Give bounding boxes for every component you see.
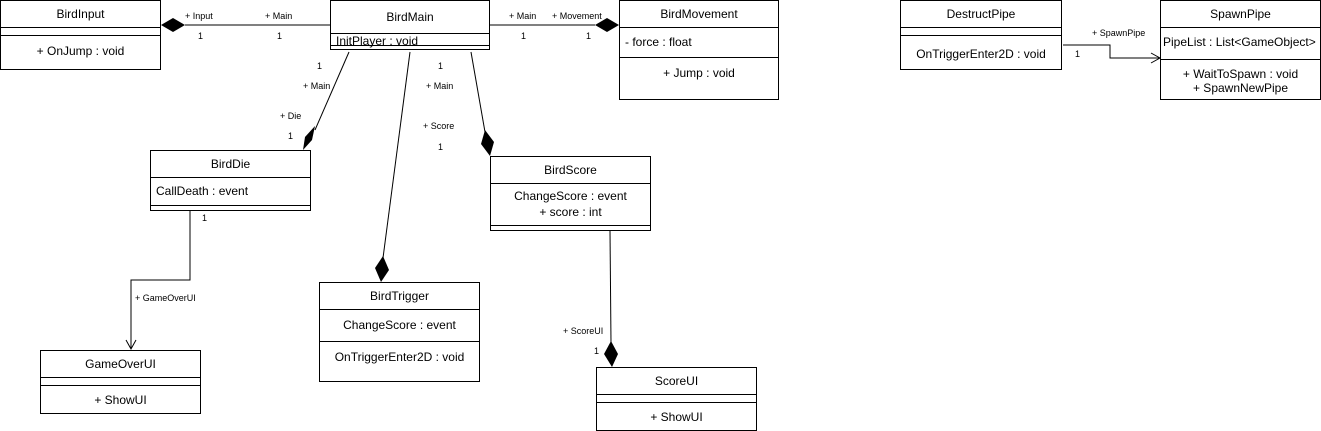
- composition-diamond-movement: [595, 18, 619, 32]
- methods-section: + ShowUI: [597, 403, 756, 425]
- methods-section: OnTriggerEnter2D : void: [320, 342, 479, 365]
- method: + ShowUI: [94, 393, 147, 407]
- role-label: + Main: [509, 11, 537, 21]
- role-label: + ScoreUI: [563, 326, 604, 336]
- edge-score-scoreui: [609, 230, 612, 344]
- class-name: SpawnPipe: [1161, 1, 1320, 28]
- class-bird-main[interactable]: BirdMain InitPlayer : void: [330, 0, 490, 50]
- class-name: DestructPipe: [901, 1, 1061, 28]
- attributes-section: [901, 28, 1061, 36]
- class-destruct-pipe[interactable]: DestructPipe OnTriggerEnter2D : void: [900, 0, 1062, 70]
- class-name: ScoreUI: [597, 368, 756, 395]
- methods-section: + OnJump : void: [1, 36, 160, 59]
- multiplicity-label: 1: [277, 31, 283, 41]
- methods-section: [151, 206, 310, 210]
- multiplicity-label: 1: [202, 213, 208, 223]
- attributes-section: [41, 378, 200, 386]
- role-label: + Main: [303, 81, 331, 91]
- multiplicity-label: 1: [317, 61, 323, 71]
- class-bird-input[interactable]: BirdInput + OnJump : void: [0, 0, 161, 70]
- method: OnTriggerEnter2D : void: [916, 47, 1046, 61]
- multiplicity-label: 1: [594, 346, 600, 356]
- multiplicity-label: 1: [521, 31, 527, 41]
- class-spawn-pipe[interactable]: SpawnPipe PipeList : List<GameObject> + …: [1160, 0, 1321, 100]
- multiplicity-label: 1: [586, 31, 592, 41]
- role-label: + Die: [280, 111, 302, 121]
- methods-section: + ShowUI: [41, 386, 200, 408]
- method: + OnJump : void: [36, 44, 125, 58]
- methods-section: + Jump : void: [620, 58, 778, 81]
- attributes-section: PipeList : List<GameObject>: [1161, 28, 1320, 60]
- class-name: BirdMovement: [620, 1, 778, 28]
- method: + WaitToSpawn : void: [1182, 67, 1299, 81]
- edge-die-gameover: [130, 211, 191, 349]
- role-label: + SpawnPipe: [1092, 28, 1146, 38]
- attributes-section: ChangeScore : event: [320, 310, 479, 342]
- attributes-section: ChangeScore : event + score : int: [491, 184, 650, 226]
- class-bird-score[interactable]: BirdScore ChangeScore : event + score : …: [490, 156, 651, 231]
- methods-section: [491, 226, 650, 230]
- attribute: CallDeath : event: [156, 184, 249, 198]
- attributes-section: [1, 28, 160, 36]
- class-name: GameOverUI: [41, 351, 200, 378]
- class-game-over-ui[interactable]: GameOverUI + ShowUI: [40, 350, 201, 414]
- edge-main-score: [470, 51, 486, 133]
- class-name: BirdInput: [1, 1, 160, 28]
- attributes-section: [597, 395, 756, 403]
- attribute: ChangeScore : event: [514, 189, 627, 203]
- multiplicity-label: 1: [1075, 49, 1081, 59]
- class-bird-die[interactable]: BirdDie CallDeath : event: [150, 150, 311, 211]
- method: + ShowUI: [650, 410, 703, 424]
- edge-main-die: [314, 51, 350, 131]
- multiplicity-label: 1: [198, 31, 204, 41]
- class-name: BirdMain: [331, 1, 489, 34]
- role-label: + GameOverUI: [135, 293, 196, 303]
- class-name: BirdScore: [491, 157, 650, 184]
- attribute: - force : float: [625, 35, 692, 49]
- class-bird-movement[interactable]: BirdMovement - force : float + Jump : vo…: [619, 0, 779, 100]
- class-name: BirdTrigger: [320, 283, 479, 310]
- composition-diamond-trigger: [375, 256, 389, 282]
- composition-diamond-score: [481, 130, 494, 156]
- method: + Jump : void: [663, 66, 735, 80]
- role-label: + Main: [265, 11, 293, 21]
- role-label: + Movement: [552, 11, 602, 21]
- attribute: PipeList : List<GameObject>: [1163, 35, 1316, 49]
- method: + SpawnNewPipe: [1192, 81, 1289, 95]
- arrowhead-gameover: [125, 339, 137, 351]
- edge-destruct-spawn: [1063, 44, 1160, 59]
- attributes-section: CallDeath : event: [151, 178, 310, 206]
- attribute: InitPlayer : void: [336, 34, 419, 48]
- role-label: + Score: [423, 121, 455, 131]
- multiplicity-label: 1: [288, 131, 294, 141]
- attributes-section: - force : float: [620, 28, 778, 58]
- role-label: + Main: [426, 81, 454, 91]
- method: OnTriggerEnter2D : void: [334, 350, 465, 364]
- multiplicity-label: 1: [438, 61, 444, 71]
- class-bird-trigger[interactable]: BirdTrigger ChangeScore : event OnTrigge…: [319, 282, 480, 382]
- methods-section: OnTriggerEnter2D : void: [901, 36, 1061, 62]
- attribute: ChangeScore : event: [343, 318, 456, 332]
- class-score-ui[interactable]: ScoreUI + ShowUI: [596, 367, 757, 431]
- class-name: BirdDie: [151, 151, 310, 178]
- role-label: + Input: [185, 11, 213, 21]
- edge-main-trigger: [382, 51, 411, 259]
- attribute: + score : int: [539, 205, 602, 219]
- composition-diamond-scoreui: [604, 341, 618, 367]
- multiplicity-label: 1: [438, 142, 444, 152]
- composition-diamond-input: [161, 18, 185, 32]
- attributes-section: InitPlayer : void: [331, 34, 489, 48]
- composition-diamond-die: [303, 126, 315, 150]
- methods-section: + WaitToSpawn : void + SpawnNewPipe: [1161, 60, 1320, 95]
